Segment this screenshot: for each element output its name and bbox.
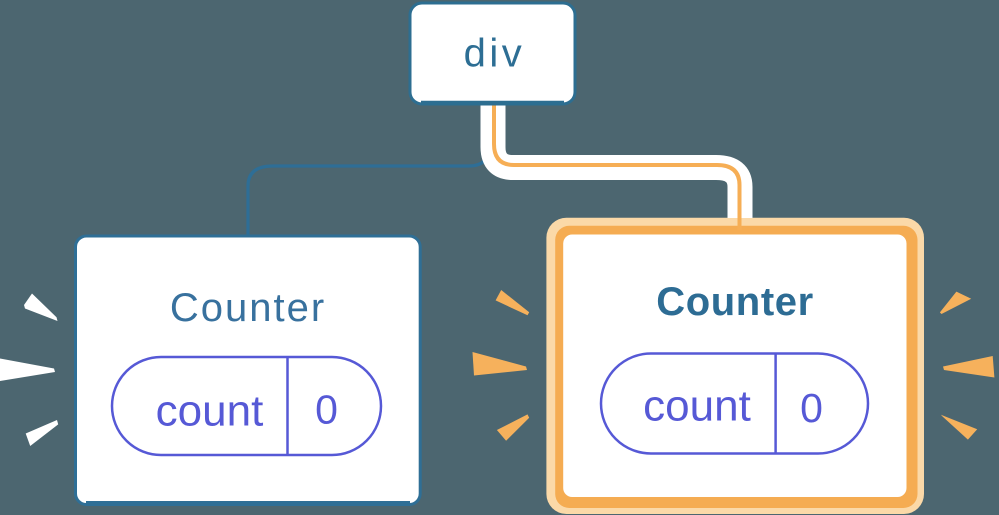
svg-text:div: div xyxy=(464,32,526,76)
svg-text:0: 0 xyxy=(800,385,823,431)
svg-text:0: 0 xyxy=(315,387,338,433)
svg-text:Counter: Counter xyxy=(170,286,326,330)
svg-text:Counter: Counter xyxy=(656,280,814,324)
svg-text:count: count xyxy=(643,382,751,431)
svg-text:count: count xyxy=(156,387,264,436)
